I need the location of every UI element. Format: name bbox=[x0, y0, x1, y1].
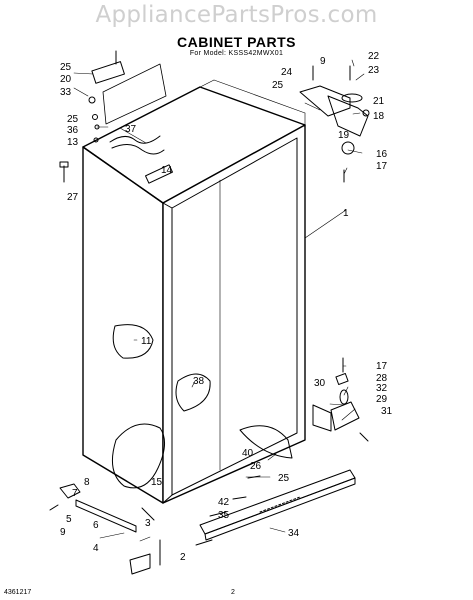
callout-26: 26 bbox=[250, 461, 262, 472]
callout-1: 1 bbox=[343, 208, 349, 219]
callout-40: 40 bbox=[242, 448, 254, 459]
callout-13: 13 bbox=[67, 137, 79, 148]
document-number: 4361217 bbox=[4, 589, 32, 596]
callout-42: 42 bbox=[218, 497, 230, 508]
bottom-hinge-assembly bbox=[312, 357, 369, 442]
callout-22: 22 bbox=[368, 51, 380, 62]
callout-16: 16 bbox=[376, 149, 388, 160]
callouts: 25 20 33 25 36 13 37 14 27 9 22 24 23 25… bbox=[60, 51, 393, 563]
callout-34: 34 bbox=[288, 528, 300, 539]
callout-21: 21 bbox=[373, 96, 385, 107]
callout-19: 19 bbox=[338, 130, 350, 141]
callout-32: 32 bbox=[376, 383, 388, 394]
callout-9: 9 bbox=[320, 56, 326, 67]
model-line: For Model: KSSS42MWX01 bbox=[189, 50, 284, 57]
callout-11: 11 bbox=[141, 336, 152, 347]
callout-28: 28 bbox=[376, 373, 388, 384]
callout-37: 37 bbox=[125, 124, 137, 135]
callout-25: 25 bbox=[278, 473, 290, 484]
leveling-legs bbox=[49, 483, 161, 575]
callout-4: 4 bbox=[93, 543, 99, 554]
callout-25: 25 bbox=[272, 80, 284, 91]
callout-2: 2 bbox=[180, 552, 186, 563]
screw-35 bbox=[209, 511, 227, 517]
callout-36: 36 bbox=[67, 125, 79, 136]
cabinet-shell bbox=[82, 79, 306, 504]
watermark: AppliancePartsPros.com bbox=[95, 2, 378, 28]
callout-29: 29 bbox=[376, 394, 388, 405]
callout-25: 25 bbox=[67, 114, 79, 125]
callout-15: 15 bbox=[151, 477, 163, 488]
callout-14: 14 bbox=[161, 165, 173, 176]
callout-38: 38 bbox=[193, 376, 205, 387]
drain-cover-26 bbox=[239, 425, 293, 459]
top-hinge-assembly bbox=[299, 65, 370, 183]
callout-33: 33 bbox=[60, 87, 72, 98]
callout-27: 27 bbox=[67, 192, 79, 203]
callout-30: 30 bbox=[314, 378, 326, 389]
callout-9: 9 bbox=[60, 527, 66, 538]
callout-24: 24 bbox=[281, 67, 293, 78]
callout-6: 6 bbox=[93, 520, 99, 531]
duct-assembly-15 bbox=[111, 423, 165, 489]
screw-42 bbox=[232, 496, 247, 500]
page-number: 2 bbox=[231, 589, 235, 596]
liner-cover-11 bbox=[112, 324, 154, 359]
base-rail-34 bbox=[199, 469, 356, 541]
callout-7: 7 bbox=[72, 488, 78, 499]
top-control-assembly bbox=[88, 50, 173, 184]
callout-31: 31 bbox=[381, 406, 393, 417]
leader-lines bbox=[73, 59, 365, 542]
callout-23: 23 bbox=[368, 65, 380, 76]
callout-17: 17 bbox=[376, 361, 388, 372]
callout-18: 18 bbox=[373, 111, 385, 122]
callout-5: 5 bbox=[66, 514, 72, 525]
screw-27-head bbox=[59, 161, 69, 168]
callout-17: 17 bbox=[376, 161, 388, 172]
liner-cover-38 bbox=[175, 373, 211, 412]
screw-2 bbox=[195, 539, 213, 546]
callout-35: 35 bbox=[218, 510, 230, 521]
callout-25: 25 bbox=[60, 62, 72, 73]
callout-8: 8 bbox=[84, 477, 90, 488]
diagram-title: CABINET PARTS bbox=[176, 34, 297, 50]
callout-3: 3 bbox=[145, 518, 151, 529]
callout-20: 20 bbox=[60, 74, 72, 85]
